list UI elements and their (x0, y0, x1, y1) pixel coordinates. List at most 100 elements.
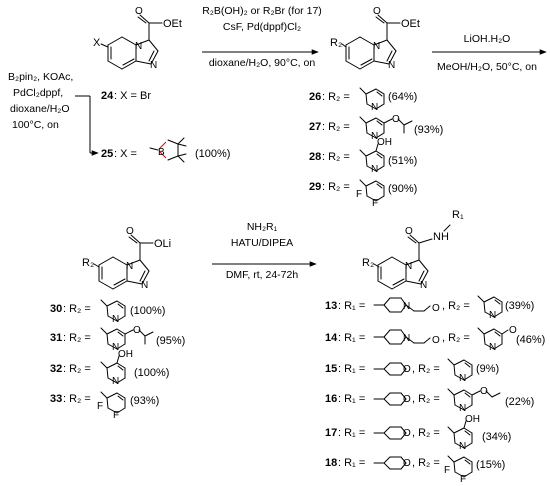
amide-core-structure (377, 224, 451, 290)
ester-substituent-list: 26 : R₂ = N (64%) 27 : R₂ = O N (93%) 28… (309, 87, 443, 209)
amide-ring-n: N (405, 261, 412, 272)
step3-conditions: DMF, rt, 24-72h (226, 269, 299, 281)
cmpd-31-id: 31 (50, 332, 62, 344)
start-ester: OEt (163, 18, 182, 30)
cmpd-32-text: : R₂ = (63, 363, 91, 375)
cmpd-15-pyr-n: N (459, 373, 466, 384)
cmpd-13-pyr-n: N (489, 310, 496, 321)
step1-conditions: dioxane/H₂O, 90°C, on (209, 57, 315, 69)
cmpd-17-r2: , R₂ = (412, 427, 440, 439)
cmpd-30-yield: (100%) (130, 305, 165, 317)
cmpd-26-yield: (64%) (388, 91, 417, 103)
cmpd-14-o2: O (509, 325, 517, 336)
amide-substituent-list: 13 : R₁ = N O , R₂ = N (39%) 14 : R₁ = N… (325, 295, 545, 485)
cmpd-16-r2: , R₂ = (412, 393, 440, 405)
cmpd-32-id: 32 (50, 363, 62, 375)
ester-ring-n: N (373, 41, 380, 52)
cmpd-13-pip-n: N (403, 301, 410, 312)
cmpd-32-yield: (100%) (134, 367, 169, 379)
cmpd-15-r1: : R₁ = (338, 363, 365, 375)
salt-imid-n: N (141, 280, 148, 291)
cmpd-16-yield: (22%) (505, 396, 534, 408)
step2-conditions: MeOH/H₂O, 50°C, on (437, 61, 537, 73)
cmpd-33-f1: F (97, 401, 103, 412)
cmpd-13-o: O (432, 303, 440, 314)
start-core-structure (107, 14, 163, 70)
cmpd-24-text: : X = Br (114, 90, 151, 102)
cmpd-15-r2: , R₂ = (412, 363, 440, 375)
cmpd-17-yield: (34%) (482, 431, 511, 443)
cmpd-28-oh: OH (377, 137, 392, 148)
cmpd-15-thp-o: O (403, 364, 411, 375)
cmpd-14-r2: , R₂ = (442, 332, 470, 344)
cmpd-18-f2: F (460, 474, 466, 485)
cmpd-14-yield: (46%) (516, 334, 545, 346)
cmpd-33-text: : R₂ = (63, 393, 91, 405)
start-x-label: X (93, 37, 101, 49)
cmpd-32-oh: OH (118, 349, 133, 360)
salt-oli: OLi (154, 238, 171, 250)
cmpd-30-pyr-n: N (112, 314, 119, 325)
cmpd-25-text: : X = (114, 148, 137, 160)
cmpd-24-id: 24 (101, 90, 114, 102)
cmpd-30-text: : R₂ = (63, 303, 91, 315)
pinacol-boronate-structure (149, 137, 187, 163)
cmpd-28-text: : R₂ = (322, 151, 350, 163)
cmpd-31-yield: (95%) (156, 335, 185, 347)
step3-amine: NH₂R₁ (247, 221, 278, 233)
cmpd-28-id: 28 (309, 151, 321, 163)
salt-carbonyl-o: O (126, 226, 134, 237)
cmpd-31-o: O (133, 325, 141, 336)
cmpd-32-pyr-n: N (112, 376, 119, 387)
step3-coupling: HATU/DIPEA (231, 237, 293, 249)
step1-reagents: R₂B(OH)₂ or R₂Br (for 17) (202, 5, 322, 17)
amide-r1: R₁ (452, 209, 464, 221)
step1-catalyst: CsF, Pd(dppf)Cl₂ (223, 21, 301, 33)
cmpd-27-text: : R₂ = (322, 121, 350, 133)
cmpd-27-pyr-n: N (371, 131, 378, 142)
cmpd-27-id: 27 (309, 121, 321, 133)
cmpd-14-o: O (432, 335, 440, 346)
cmpd-17-id: 17 (325, 427, 337, 439)
cmpd-17-pyr-n: N (459, 441, 466, 452)
cmpd-14-pyr-n: N (489, 342, 496, 353)
cmpd-18-r2: , R₂ = (412, 457, 440, 469)
cmpd-29-f1: F (356, 189, 362, 200)
cmpd-16-r1: : R₁ = (338, 393, 365, 405)
cmpd-18-yield: (15%) (476, 459, 505, 471)
cmpd-29-id: 29 (309, 181, 321, 193)
cmpd-14-pip-n: N (403, 333, 410, 344)
cmpd-33-f2: F (113, 410, 119, 421)
cmpd-18-id: 18 (325, 457, 337, 469)
start-imid-n: N (150, 60, 157, 71)
cmpd-29-yield: (90%) (388, 183, 417, 195)
cmpd-18-f1: F (444, 465, 450, 476)
boron-atom: B (158, 147, 165, 158)
cmpd-28-yield: (51%) (388, 155, 417, 167)
cmpd-25-id: 25 (101, 148, 113, 160)
cmpd-26-text: : R₂ = (322, 91, 350, 103)
salt-ring-n: N (126, 261, 133, 272)
ester-core-structure (345, 14, 401, 70)
cmpd-16-pyr-n: N (459, 403, 466, 414)
cmpd-18-r1: : R₁ = (338, 457, 365, 469)
salt-core-structure (98, 234, 154, 290)
step2-reagent: LiOH.H₂O (464, 33, 511, 45)
cmpd-13-r2: , R₂ = (442, 300, 470, 312)
boryl-line3: dioxane/H₂O (10, 103, 70, 115)
cmpd-25-yield: (100%) (195, 148, 230, 160)
cmpd-33-yield: (93%) (130, 395, 159, 407)
cmpd-13-id: 13 (325, 300, 337, 312)
ester-imid-n: N (388, 60, 395, 71)
cmpd-13-yield: (39%) (505, 300, 534, 312)
ester-carbonyl-o: O (373, 6, 381, 17)
cmpd-26-pyr-n: N (371, 102, 378, 113)
cmpd-17-oh: OH (465, 414, 480, 425)
boryl-line4: 100°C, on (12, 119, 59, 131)
cmpd-28-pyr-n: N (371, 164, 378, 175)
cmpd-14-id: 14 (325, 332, 338, 344)
cmpd-18-thp-o: O (403, 458, 411, 469)
cmpd-29-text: : R₂ = (322, 181, 350, 193)
cmpd-29-f2: F (372, 198, 378, 209)
cmpd-27-o: O (392, 114, 400, 125)
